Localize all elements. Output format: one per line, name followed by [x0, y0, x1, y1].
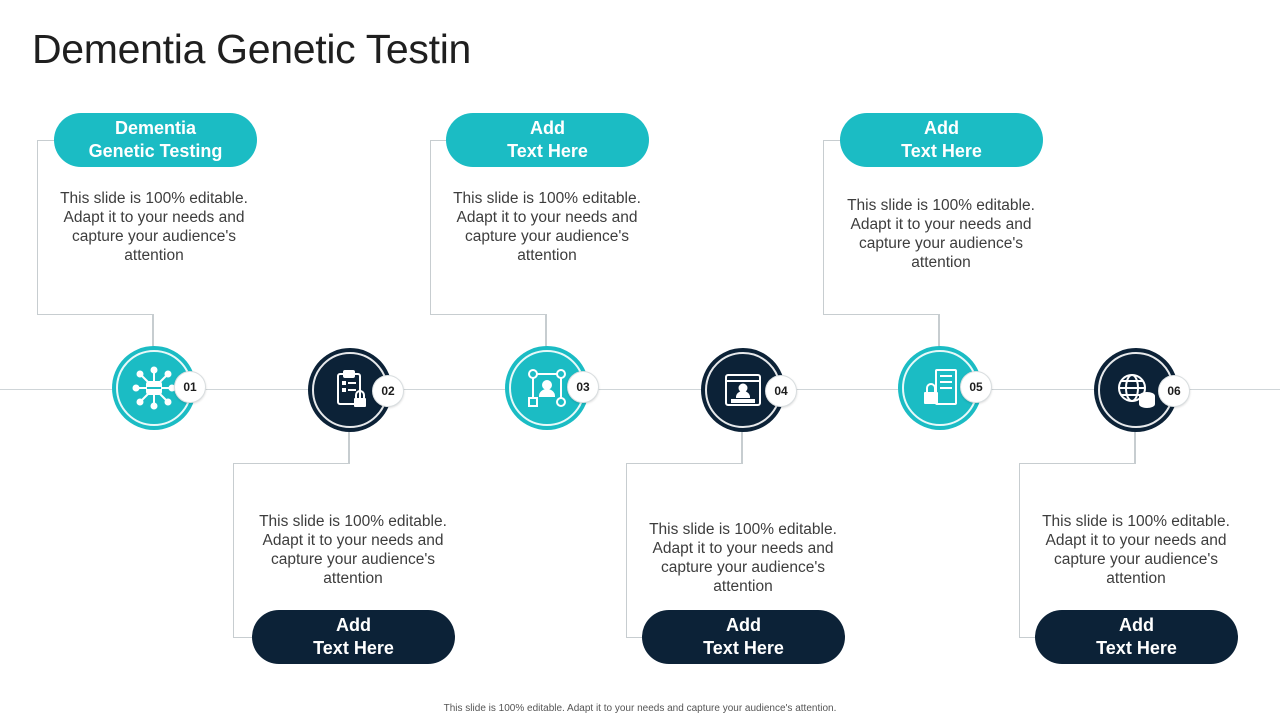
- connector-line: [741, 430, 743, 464]
- connector-line: [348, 430, 350, 464]
- step-number-badge: 06: [1158, 375, 1190, 407]
- connector-line: [430, 314, 546, 315]
- connector-line: [233, 463, 349, 638]
- step-06-heading-button[interactable]: Add Text Here: [1035, 610, 1238, 664]
- connector-line: [152, 314, 154, 348]
- step-03-heading-button[interactable]: Add Text Here: [446, 113, 649, 167]
- connector-line: [1019, 463, 1135, 638]
- step-02-description: This slide is 100% editable. Adapt it to…: [259, 513, 447, 587]
- step-03-description: This slide is 100% editable. Adapt it to…: [453, 190, 641, 264]
- step-number-badge: 02: [372, 375, 404, 407]
- step-02-circle[interactable]: 02: [308, 348, 404, 432]
- connector-line: [938, 314, 940, 348]
- connector-line: [823, 314, 939, 315]
- connector-line: [1134, 430, 1136, 464]
- step-02-heading-button[interactable]: Add Text Here: [252, 610, 455, 664]
- step-05-description: This slide is 100% editable. Adapt it to…: [847, 197, 1035, 271]
- step-03-circle[interactable]: 03: [505, 346, 599, 430]
- step-05-circle[interactable]: 05: [898, 346, 992, 430]
- connector-line: [233, 637, 255, 638]
- timeline-line: [0, 389, 1280, 390]
- page-title: Dementia Genetic Testin: [32, 26, 472, 72]
- step-number-badge: 04: [765, 375, 797, 407]
- step-04-description: This slide is 100% editable. Adapt it to…: [649, 521, 837, 595]
- step-01-heading-button[interactable]: Dementia Genetic Testing: [54, 113, 257, 167]
- step-05-heading-button[interactable]: Add Text Here: [840, 113, 1043, 167]
- step-number-badge: 05: [960, 371, 992, 403]
- step-01-description: This slide is 100% editable. Adapt it to…: [60, 190, 248, 264]
- connector-line: [626, 463, 742, 638]
- connector-line: [37, 314, 153, 315]
- step-number-badge: 03: [567, 371, 599, 403]
- connector-line: [1019, 637, 1037, 638]
- connector-line: [545, 314, 547, 348]
- footer-note: This slide is 100% editable. Adapt it to…: [443, 703, 837, 714]
- step-01-circle[interactable]: 01: [112, 346, 206, 430]
- connector-line: [626, 637, 644, 638]
- step-number-badge: 01: [174, 371, 206, 403]
- step-04-circle[interactable]: 04: [701, 348, 797, 432]
- step-06-description: This slide is 100% editable. Adapt it to…: [1042, 513, 1230, 587]
- step-04-heading-button[interactable]: Add Text Here: [642, 610, 845, 664]
- step-06-circle[interactable]: 06: [1094, 348, 1190, 432]
